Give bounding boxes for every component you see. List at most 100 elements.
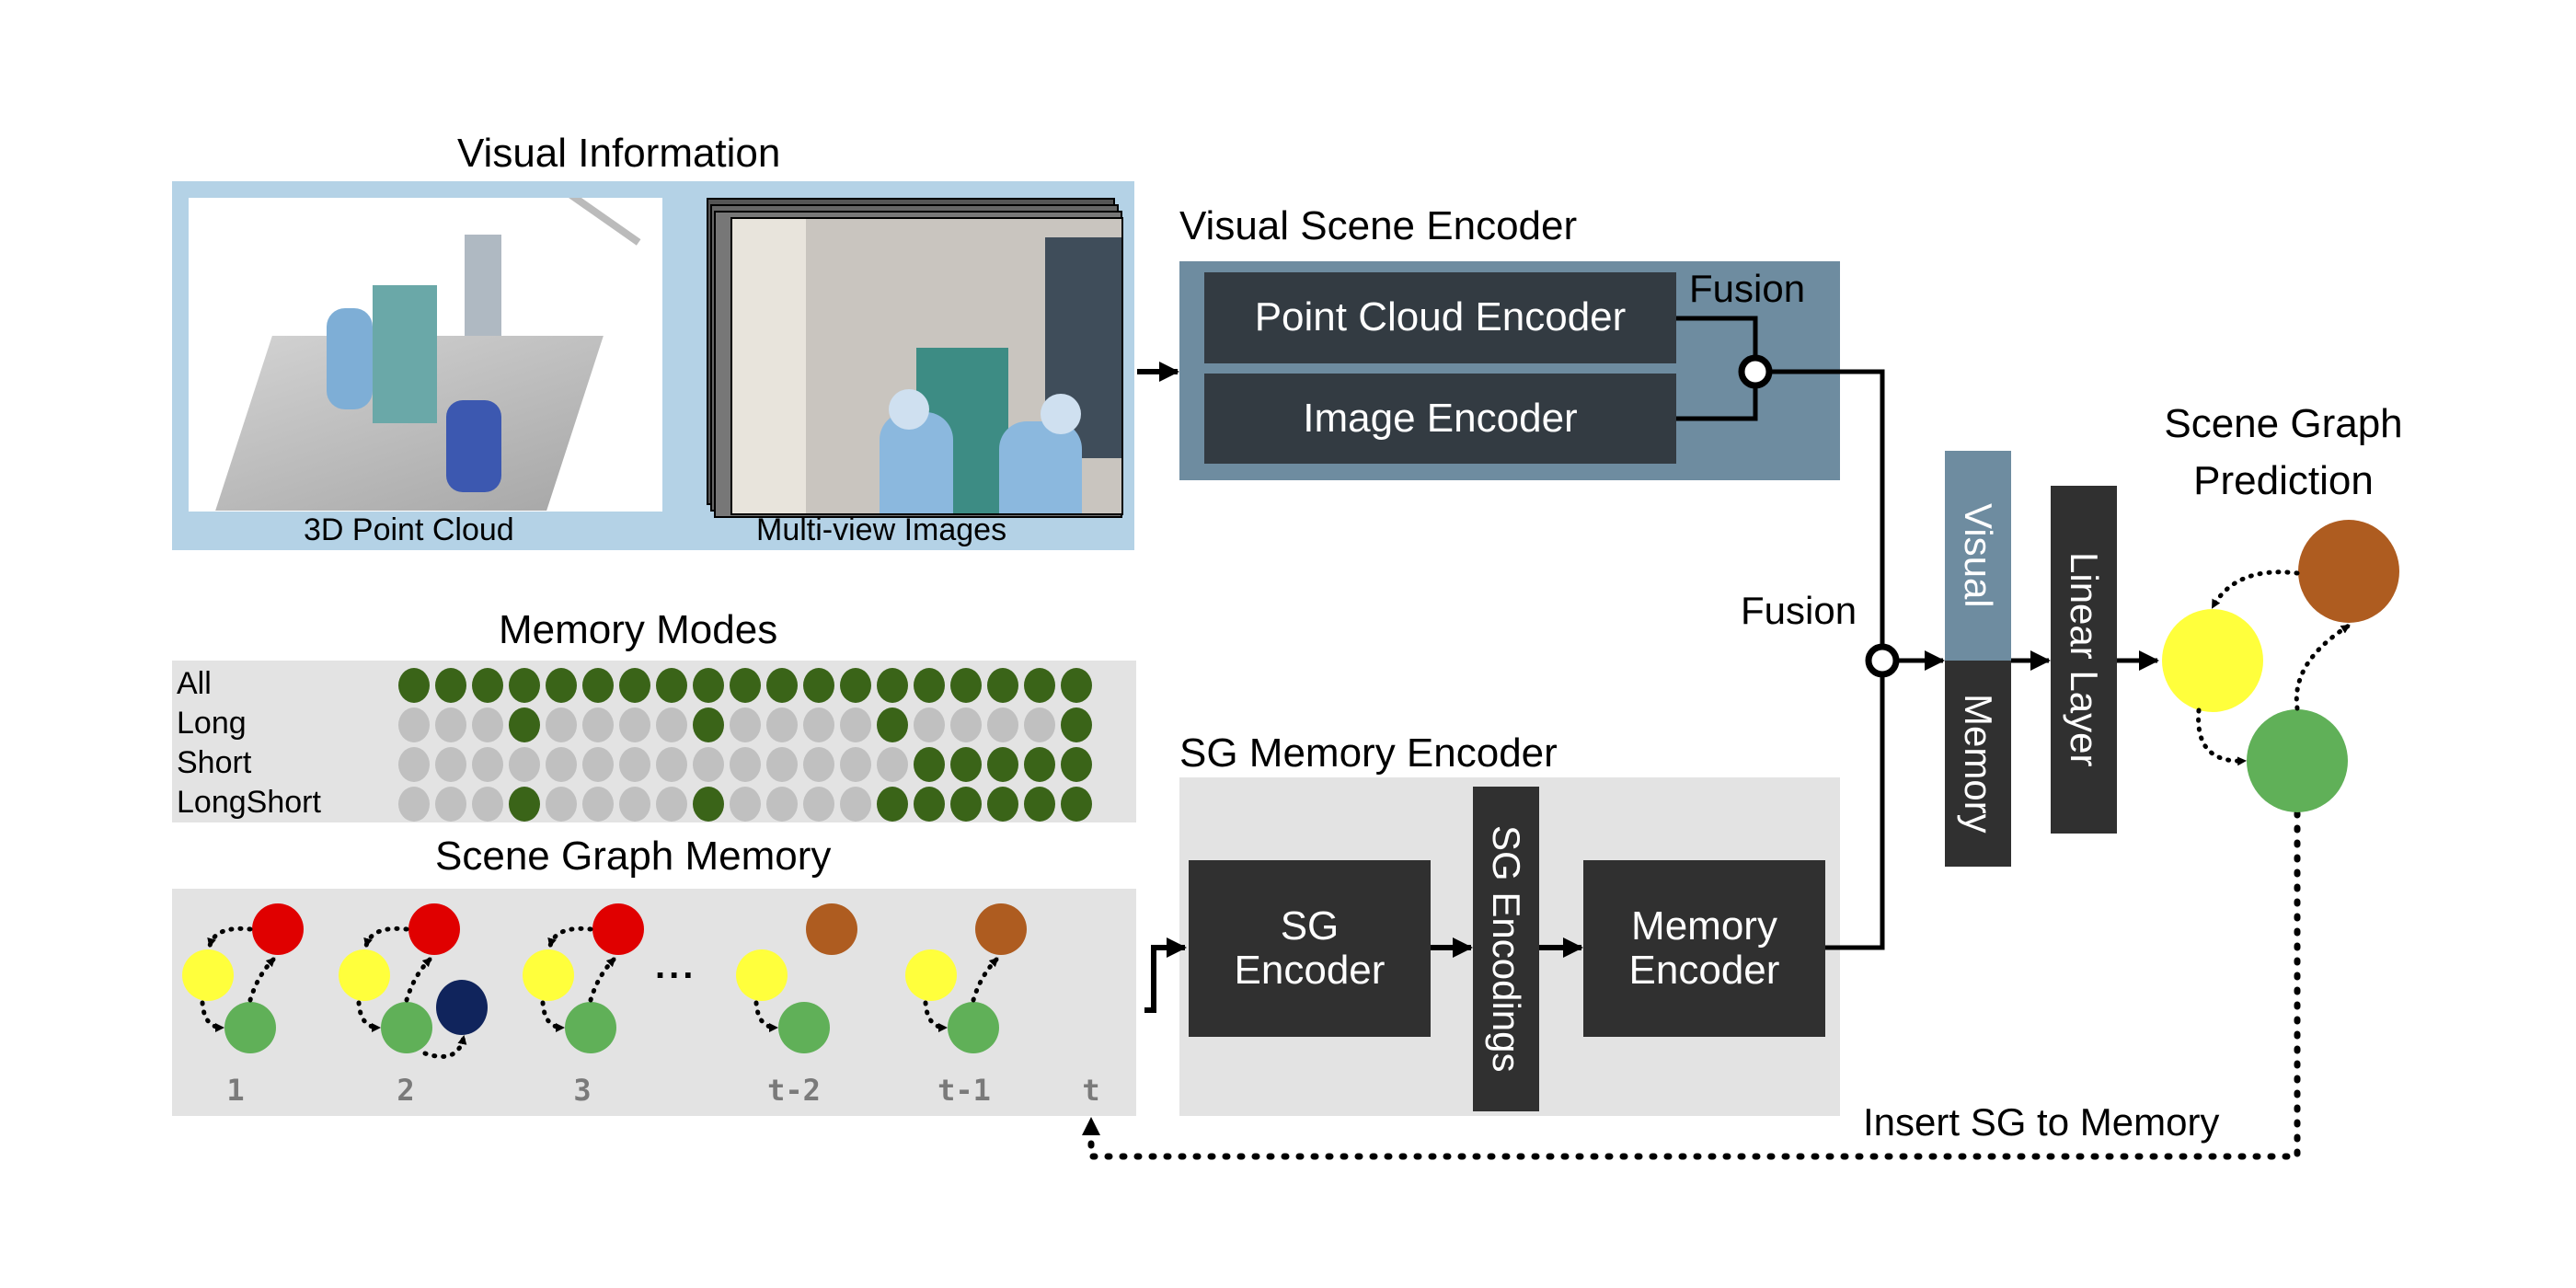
node-green	[381, 1002, 432, 1053]
memory-mode-label: Long	[177, 706, 247, 741]
memory-slot-active	[987, 787, 1018, 822]
edge-top-to-yellow	[363, 926, 409, 949]
memory-slot-inactive	[435, 707, 466, 742]
node-green	[778, 1002, 830, 1053]
memory-slot-inactive	[693, 747, 724, 782]
insert-arrowhead	[1082, 1117, 1100, 1135]
memory-slot-active	[509, 707, 540, 742]
memory-slot-inactive	[803, 787, 834, 822]
fusion-node-combined	[1865, 643, 1900, 678]
node-red	[408, 903, 460, 955]
prediction-node-brown	[2298, 520, 2399, 623]
memory-mode-label: Short	[177, 745, 252, 780]
memory-slot-active	[1061, 707, 1092, 742]
sg-encodings-block: SG Encodings	[1473, 787, 1539, 1111]
memory-slot-inactive	[582, 787, 614, 822]
memory-slot-inactive	[730, 747, 761, 782]
memory-to-fusion2	[1825, 675, 1885, 950]
edge-green-to-top	[247, 956, 277, 1003]
insert-sg-label: Insert SG to Memory	[1863, 1100, 2220, 1144]
memory-slot-inactive	[619, 787, 650, 822]
memory-slot-active	[546, 668, 577, 703]
memory-slot-inactive	[877, 747, 908, 782]
node-brown	[975, 903, 1027, 955]
memory-slot-active	[877, 787, 908, 822]
memory-slot-active	[840, 668, 871, 703]
memory-slot-inactive	[914, 707, 945, 742]
memory-slot-active	[656, 668, 687, 703]
memory-slot-inactive	[435, 747, 466, 782]
node-yellow	[905, 949, 957, 1001]
pce-to-fusion	[1676, 316, 1758, 357]
memory-slot-active	[1061, 668, 1092, 703]
memory-slot-inactive	[435, 787, 466, 822]
memory-slot-active	[1061, 787, 1092, 822]
memory-slot-active	[509, 668, 540, 703]
point-cloud-image	[189, 198, 662, 512]
memory-slot-inactive	[656, 747, 687, 782]
timestep-label: 2	[397, 1073, 415, 1108]
memory-slot-active	[877, 668, 908, 703]
edge-yellow-to-green	[540, 1000, 566, 1032]
memory-slot-inactive	[619, 707, 650, 742]
node-green	[948, 1002, 999, 1053]
node-blue	[436, 980, 488, 1035]
memory-slot-inactive	[472, 747, 503, 782]
memory-slot-inactive	[582, 707, 614, 742]
memory-slot-active	[730, 668, 761, 703]
edge-yellow-to-green	[923, 1000, 949, 1032]
timestep-label: t-2	[767, 1073, 821, 1108]
memory-slot-active	[914, 787, 945, 822]
memory-slot-inactive	[656, 707, 687, 742]
sg-encoder-block: SG Encoder	[1189, 860, 1431, 1037]
memory-slot-active	[950, 787, 982, 822]
memory-slot-active	[1024, 668, 1055, 703]
timestep-label: t-1	[937, 1073, 991, 1108]
memory-slot-inactive	[472, 787, 503, 822]
memory-slot-inactive	[803, 747, 834, 782]
point-cloud-label: 3D Point Cloud	[304, 512, 514, 547]
memory-slot-inactive	[509, 747, 540, 782]
node-red	[592, 903, 644, 955]
memory-slot-active	[766, 668, 798, 703]
insert-sg-loop	[1087, 810, 2301, 1160]
ie-to-fusion	[1676, 386, 1758, 421]
memory-slot-active	[1024, 787, 1055, 822]
memory-slot-inactive	[398, 707, 430, 742]
edge-green-to-top	[971, 956, 1000, 1003]
fusion-label-combined: Fusion	[1741, 589, 1857, 632]
memory-slot-inactive	[619, 747, 650, 782]
edge-yellow-to-green	[356, 1000, 382, 1032]
multiview-image	[730, 217, 1123, 515]
memory-slot-inactive	[840, 787, 871, 822]
memory-slot-active	[693, 787, 724, 822]
visual-feature-block: Visual	[1945, 451, 2011, 661]
prediction-node-green	[2247, 709, 2348, 812]
memory-slot-inactive	[950, 707, 982, 742]
memory-slot-inactive	[1024, 707, 1055, 742]
edge-yellow-to-green	[753, 1000, 779, 1032]
memory-slot-active	[472, 668, 503, 703]
memory-slot-active	[435, 668, 466, 703]
memory-slot-inactive	[766, 707, 798, 742]
node-yellow	[339, 949, 390, 1001]
edge-green-to-top	[404, 956, 433, 1003]
memory-slot-inactive	[987, 707, 1018, 742]
memory-slot-inactive	[582, 747, 614, 782]
edge-green-to-blue	[422, 1034, 467, 1059]
visual-information-title: Visual Information	[457, 131, 781, 176]
memory-slot-active	[877, 707, 908, 742]
memory-slot-active	[914, 668, 945, 703]
prediction-edge-green-to-brown	[2294, 623, 2352, 711]
image-encoder-block: Image Encoder	[1204, 374, 1676, 464]
fusion-label-visual: Fusion	[1689, 267, 1806, 310]
memory-slot-inactive	[803, 707, 834, 742]
node-red	[252, 903, 304, 955]
memory-slot-active	[693, 668, 724, 703]
memory-modes-title: Memory Modes	[499, 607, 778, 652]
edge-yellow-to-green	[200, 1000, 225, 1032]
sg-memory-encoder-title: SG Memory Encoder	[1179, 730, 1558, 776]
node-green	[565, 1002, 616, 1053]
point-cloud-encoder-block: Point Cloud Encoder	[1204, 272, 1676, 363]
memory-slot-inactive	[398, 747, 430, 782]
